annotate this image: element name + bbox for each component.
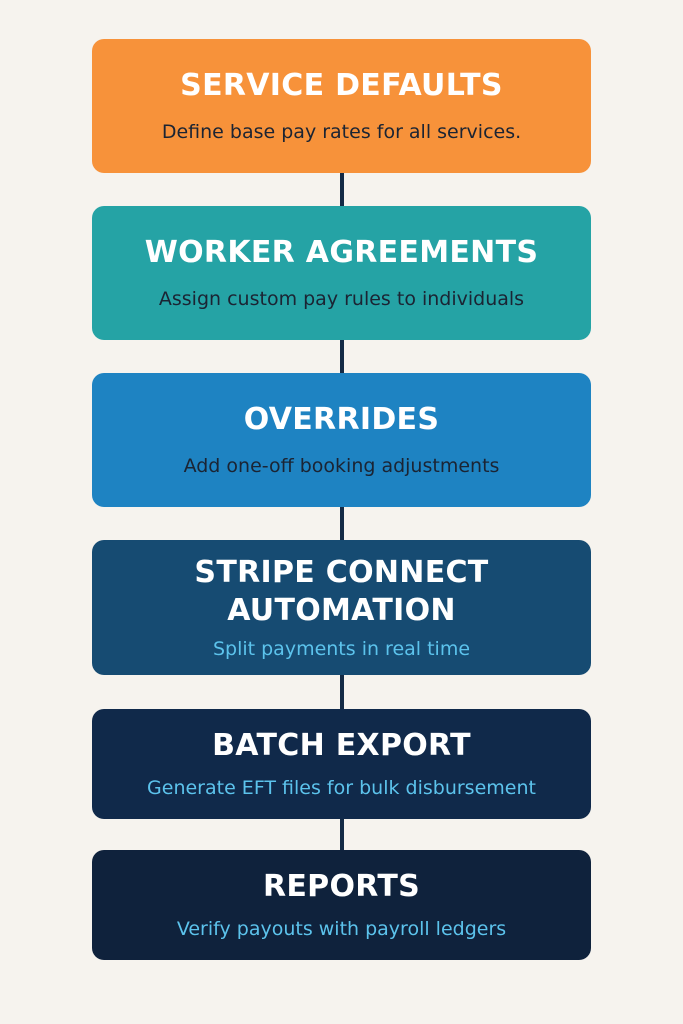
step-title: STRIPE CONNECT AUTOMATION	[194, 554, 489, 628]
connector-line	[340, 506, 344, 541]
step-title: SERVICE DEFAULTS	[180, 68, 503, 103]
step-description: Verify payouts with payroll ledgers	[176, 918, 507, 940]
step-description: Assign custom pay rules to individuals	[158, 288, 525, 310]
connector-line	[340, 172, 344, 207]
step-description: Split payments in real time	[212, 637, 471, 660]
step-stripe-connect-automation: STRIPE CONNECT AUTOMATION Split payments…	[92, 540, 591, 675]
step-worker-agreements: WORKER AGREEMENTS Assign custom pay rule…	[92, 206, 591, 340]
step-title: WORKER AGREEMENTS	[144, 235, 539, 270]
step-description: Define base pay rates for all services.	[161, 121, 522, 143]
step-description: Add one-off booking adjustments	[183, 455, 500, 477]
connector-line	[340, 339, 344, 374]
connector-line	[340, 818, 344, 851]
step-overrides: OVERRIDES Add one-off booking adjustment…	[92, 373, 591, 507]
step-batch-export: BATCH EXPORT Generate EFT files for bulk…	[92, 709, 591, 819]
step-title: BATCH EXPORT	[212, 728, 471, 763]
step-title: OVERRIDES	[243, 402, 440, 437]
step-service-defaults: SERVICE DEFAULTS Define base pay rates f…	[92, 39, 591, 173]
connector-line	[340, 674, 344, 710]
step-description: Generate EFT files for bulk disbursement	[147, 777, 536, 799]
step-reports: REPORTS Verify payouts with payroll ledg…	[92, 850, 591, 960]
step-title: REPORTS	[262, 869, 420, 904]
